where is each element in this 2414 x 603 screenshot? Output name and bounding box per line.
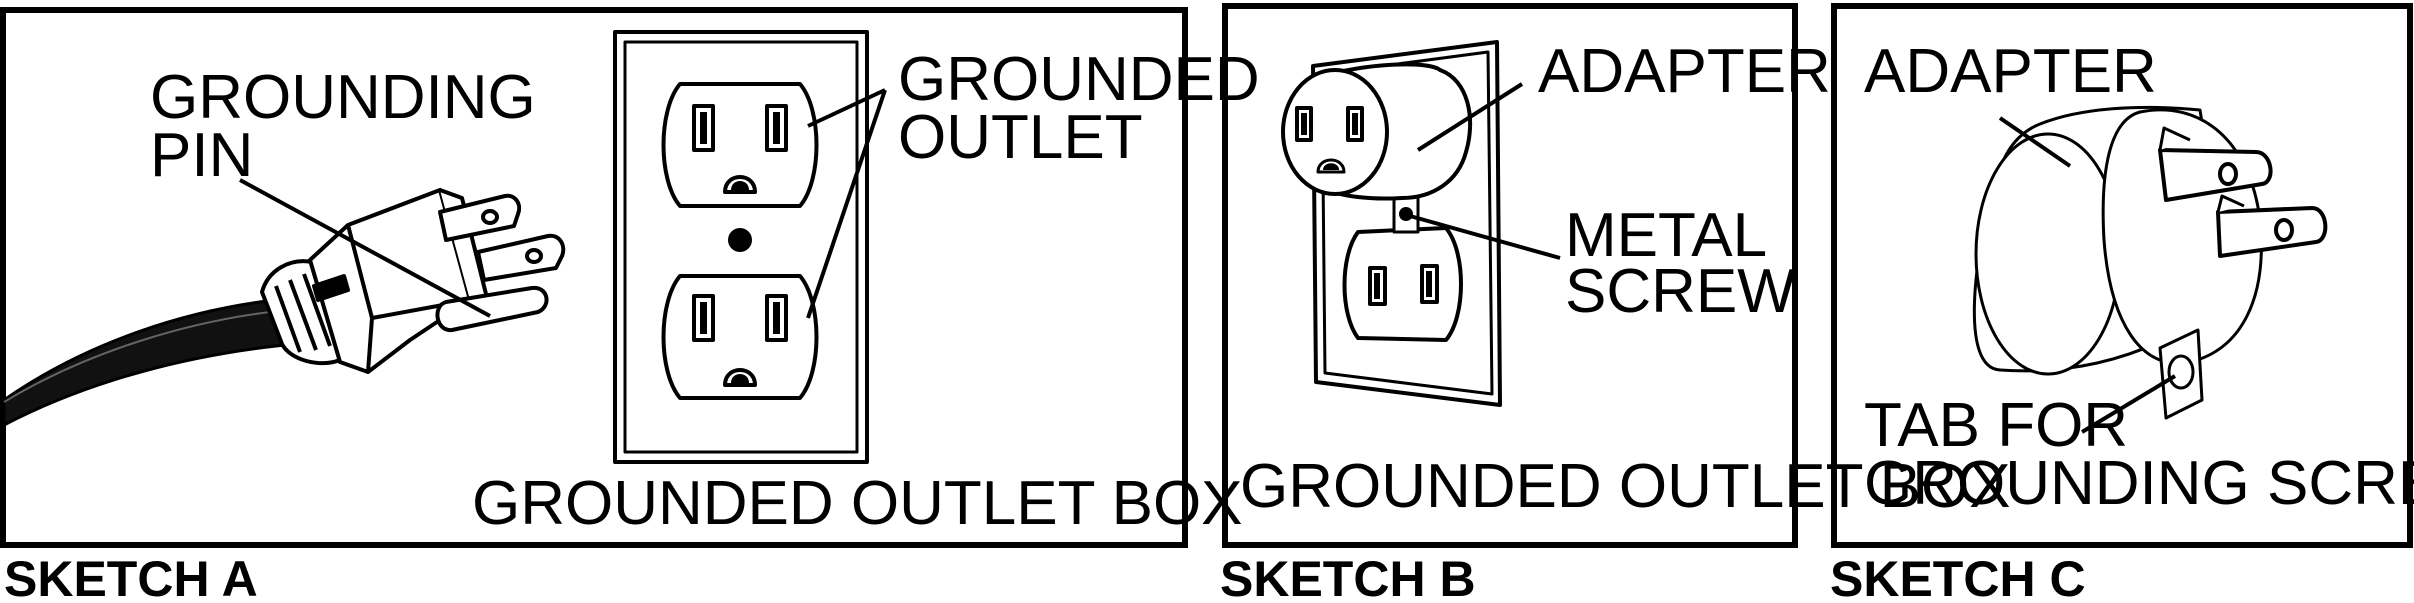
leader-tab [2080, 374, 2177, 434]
leader-lower-outlet [806, 89, 887, 319]
wall-plate [1281, 40, 1502, 407]
label-outlet-box-b: GROUNDED OUTLET BOX [1240, 452, 2011, 521]
panel-sketch-c: ADAPTER TAB FOR GROUNDING SCREW [1831, 3, 2414, 548]
caption-sketch-a: SKETCH A [4, 551, 258, 603]
center-screw [728, 228, 752, 252]
label-tab-1: TAB FOR [1864, 391, 2128, 460]
three-prong-plug [260, 188, 566, 374]
leader-metal-screw [1409, 214, 1561, 260]
adapter-c [1972, 105, 2328, 420]
panel-sketch-a: GROUNDING PIN GROUNDED OUTLET GROUNDED O… [0, 7, 1260, 548]
panel-c-frame [1831, 3, 2413, 548]
label-outlet-box-a: GROUNDED OUTLET BOX [472, 469, 1243, 538]
lower-receptacle-b [1342, 226, 1463, 342]
panel-b-leaders [1409, 82, 1561, 260]
label-tab-2: GROUNDING SCREW [1864, 449, 2414, 518]
power-cord [2, 298, 287, 428]
label-metal-screw-1: METAL [1565, 201, 1767, 270]
metal-screw [1399, 207, 1413, 221]
lower-receptacle [661, 274, 819, 400]
leader-adapter-c [1998, 116, 2072, 168]
label-adapter-b: ADAPTER [1538, 37, 1831, 106]
caption-sketch-c: SKETCH C [1830, 551, 2086, 603]
panel-b-frame [1222, 3, 1798, 548]
leader-grounding-pin [239, 178, 491, 318]
grounding-tab-hole [2167, 354, 2195, 390]
label-grounded-outlet-1: GROUNDED [898, 45, 1260, 114]
leader-adapter-b [1416, 82, 1524, 152]
caption-sketch-b: SKETCH B [1220, 551, 1476, 603]
upper-receptacle [661, 82, 819, 208]
label-grounding-pin-1: GROUNDING [150, 63, 536, 132]
panel-a-leaders [239, 88, 887, 319]
label-grounding-pin-2: PIN [150, 121, 253, 190]
label-grounded-outlet-2: OUTLET [898, 103, 1143, 172]
leader-upper-outlet [807, 88, 886, 128]
panel-sketch-b: ADAPTER METAL SCREW GROUNDED OUTLET BOX [1222, 3, 2011, 548]
label-metal-screw-2: SCREW [1565, 257, 1796, 326]
panel-c-leaders [1998, 116, 2177, 434]
label-adapter-c: ADAPTER [1864, 37, 2157, 106]
panel-a-frame [0, 7, 1188, 548]
grounded-outlet-box [613, 30, 869, 464]
adapter-b [1281, 62, 1473, 201]
